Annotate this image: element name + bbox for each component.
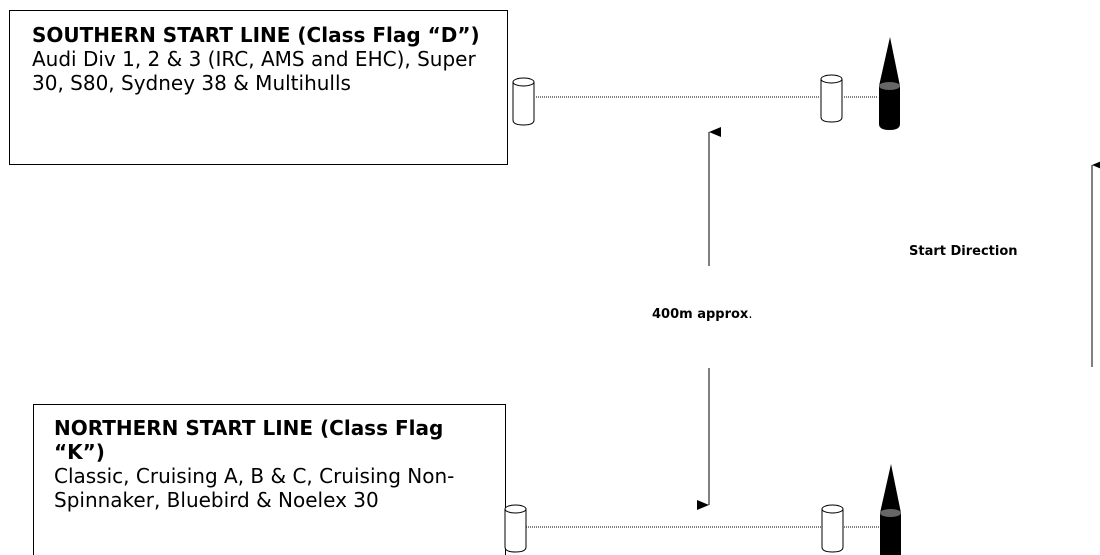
northern-pin-buoy-icon xyxy=(504,504,527,553)
southern-buoy-icon xyxy=(820,74,843,123)
southern-pin-buoy-icon xyxy=(512,77,535,126)
northern-start-line-classes: Classic, Cruising A, B & C, Cruising Non… xyxy=(54,464,455,512)
start-direction-label: Start Direction xyxy=(909,244,1018,259)
northern-start-line-title: NORTHERN START LINE (Class Flag “K”) xyxy=(54,416,444,464)
distance-label-text: 400m approx xyxy=(652,307,749,322)
northern-buoy-icon xyxy=(821,504,844,553)
northern-committee-boat-icon xyxy=(880,464,901,555)
southern-start-line-classes: Audi Div 1, 2 & 3 (IRC, AMS and EHC), Su… xyxy=(32,47,476,95)
distance-label-period: . xyxy=(748,307,753,322)
southern-start-line-title: SOUTHERN START LINE (Class Flag “D”) xyxy=(32,23,480,47)
northern-start-line-box: NORTHERN START LINE (Class Flag “K”) Cla… xyxy=(33,404,506,555)
distance-label: 400m approx. xyxy=(652,307,752,322)
southern-start-line-box: SOUTHERN START LINE (Class Flag “D”) Aud… xyxy=(9,10,508,165)
southern-committee-boat-icon xyxy=(879,37,900,130)
